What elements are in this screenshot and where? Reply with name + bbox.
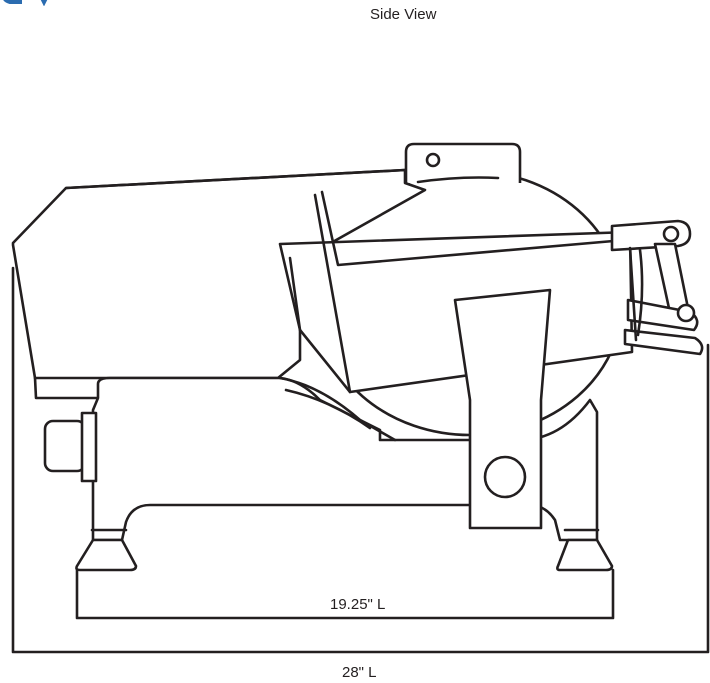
view-title: Side View (370, 6, 437, 23)
left-foot (75, 528, 138, 572)
base-length-label: 19.25" L (330, 596, 386, 613)
base-length-dimension-line (75, 568, 615, 620)
support-column (453, 288, 552, 530)
top-handle (404, 142, 522, 184)
right-foot (556, 528, 614, 572)
overall-length-label: 28" L (342, 664, 377, 681)
brand-logo-fragment (0, 0, 70, 6)
pusher-arm (610, 219, 704, 356)
overall-length-dimension-line (11, 266, 710, 654)
motor-end-cap (43, 411, 98, 483)
